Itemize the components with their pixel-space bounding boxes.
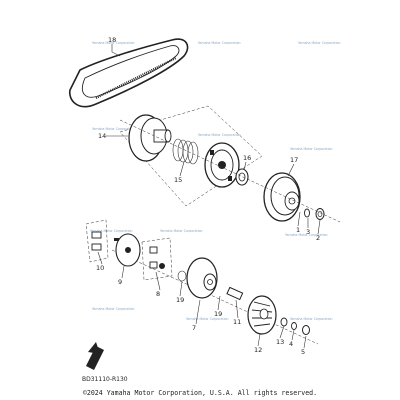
callout-number: 19 (214, 310, 222, 318)
axis-line (111, 249, 319, 345)
callout-number: 17 (290, 156, 298, 164)
callout-number: 16 (243, 154, 251, 162)
axis-line (119, 119, 341, 223)
callout-number: 4 (289, 340, 293, 348)
callout-number: 2 (316, 234, 320, 242)
cooling-fan (247, 295, 277, 335)
callout-number: 14 (98, 132, 106, 140)
callout-number: 1 (296, 226, 300, 234)
watermark: Yamaha Motor Corporation (285, 233, 328, 237)
callout-number: 13 (276, 338, 284, 346)
callout-number: 3 (306, 228, 310, 236)
slider-set (141, 237, 173, 281)
watermark: Yamaha Motor Corporation (198, 133, 241, 137)
callout-number: 8 (156, 290, 160, 298)
watermark: Yamaha Motor Corporation (290, 147, 333, 151)
washer (304, 208, 310, 218)
callout-number: 19 (176, 296, 184, 304)
front-arrow-icon (86, 342, 104, 370)
watermark: Yamaha Motor Corporation (92, 41, 135, 45)
drawing-code: BD31110-R130 (82, 376, 128, 383)
callout-number: 9 (118, 278, 122, 286)
watermark: Yamaha Motor Corporation (160, 229, 203, 233)
primary-fixed-sheave (186, 257, 218, 299)
o-ring (177, 270, 187, 282)
clutch-housing (263, 172, 301, 222)
compression-spring (172, 138, 199, 165)
assembly-outline (119, 105, 263, 207)
cam-plate (114, 233, 141, 267)
cam-unit (204, 142, 240, 188)
copyright-notice: ©2024 Yamaha Motor Corporation, U.S.A. A… (82, 389, 318, 397)
callouts: 18 14 15 16 17 1 3 2 10 9 8 19 7 19 11 1… (96, 36, 320, 356)
watermark: Yamaha Motor Corporation (290, 317, 333, 321)
callout-number: 10 (96, 264, 104, 272)
callout-number: 11 (233, 318, 241, 326)
watermark: Yamaha Motor Corporation (92, 307, 135, 311)
watermark: Yamaha Motor Corporation (198, 41, 241, 45)
watermark: Yamaha Motor Corporation (90, 229, 133, 233)
nut (315, 208, 325, 220)
leader-lines (97, 44, 321, 349)
callout-number: 15 (174, 176, 182, 184)
watermark: Yamaha Motor Corporation (92, 127, 135, 131)
bracket-set (85, 219, 109, 263)
callout-number: 5 (301, 348, 305, 356)
collar (226, 286, 244, 301)
primary-sliding-sheave (128, 114, 172, 162)
washer-set (280, 317, 310, 335)
callout-number: 18 (108, 36, 116, 44)
watermark: Yamaha Motor Corporation (298, 41, 341, 45)
callout-number: 12 (254, 346, 262, 354)
callout-number: 7 (192, 324, 196, 332)
watermarks: Yamaha Motor Corporation Yamaha Motor Co… (90, 41, 341, 321)
v-belt (69, 38, 189, 108)
oil-seal (235, 168, 249, 186)
watermark: Yamaha Motor Corporation (186, 317, 229, 321)
